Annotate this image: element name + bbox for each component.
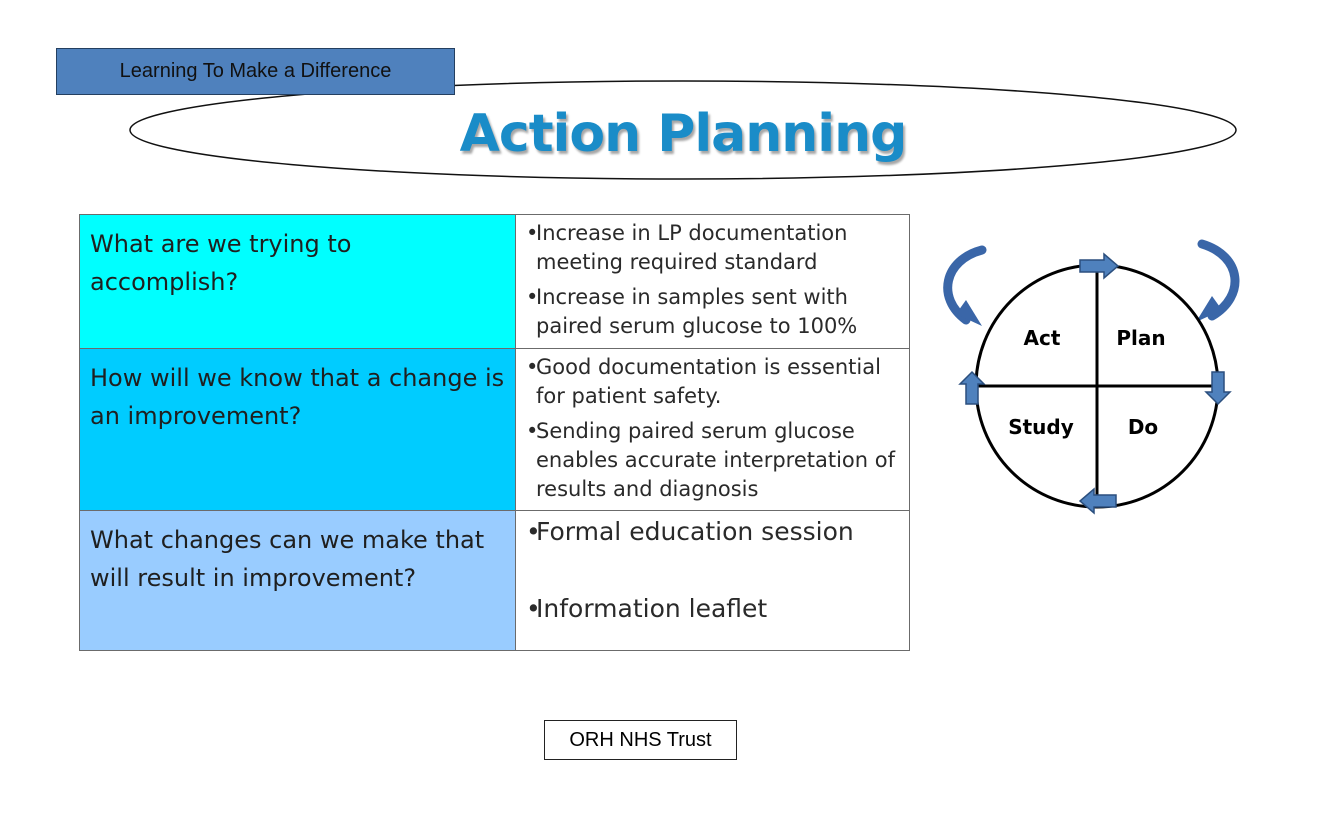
table-row: What changes can we make that will resul… [79,510,910,651]
answer-list: Good documentation is essential for pati… [526,353,899,504]
curved-arrow-right-icon [1196,239,1240,322]
title-ellipse-layer [129,80,1237,180]
arrow-down-icon [1204,371,1232,406]
table-row: What are we trying to accomplish? Increa… [79,214,910,349]
answer-item: Increase in LP documentation meeting req… [526,219,899,277]
pdsa-cycle-diagram: Act Plan Study Do [943,239,1240,515]
answer-item: Sending paired serum glucose enables acc… [526,417,899,504]
arrow-right-icon [1079,252,1120,280]
answer-cell: Increase in LP documentation meeting req… [515,214,910,349]
quadrant-label-act: Act [1024,326,1061,350]
section-tag: Learning To Make a Difference [56,48,455,95]
title-ellipse [129,80,1237,180]
question-cell: What are we trying to accomplish? [79,214,516,349]
curved-arrow-left-icon [943,245,987,326]
answer-item: Good documentation is essential for pati… [526,353,899,411]
arrow-left-icon [1078,487,1117,515]
answer-item: Formal education session [526,515,899,549]
quadrant-label-do: Do [1128,415,1158,439]
question-cell: What changes can we make that will resul… [79,510,516,651]
answer-list: Increase in LP documentation meeting req… [526,219,899,341]
footer-label: ORH NHS Trust [544,720,737,760]
action-plan-table: What are we trying to accomplish? Increa… [79,214,910,651]
arrow-up-icon [958,370,986,405]
answer-item: Increase in samples sent with paired ser… [526,283,899,341]
answer-item: Information leaflet [526,592,899,626]
answer-cell: Formal education session Information lea… [515,510,910,651]
quadrant-label-plan: Plan [1116,326,1165,350]
quadrant-label-study: Study [1008,415,1074,439]
table-row: How will we know that a change is an imp… [79,348,910,511]
question-cell: How will we know that a change is an imp… [79,348,516,511]
answer-cell: Good documentation is essential for pati… [515,348,910,511]
answer-list: Formal education session Information lea… [526,515,899,626]
page-title: Action Planning [459,104,908,164]
